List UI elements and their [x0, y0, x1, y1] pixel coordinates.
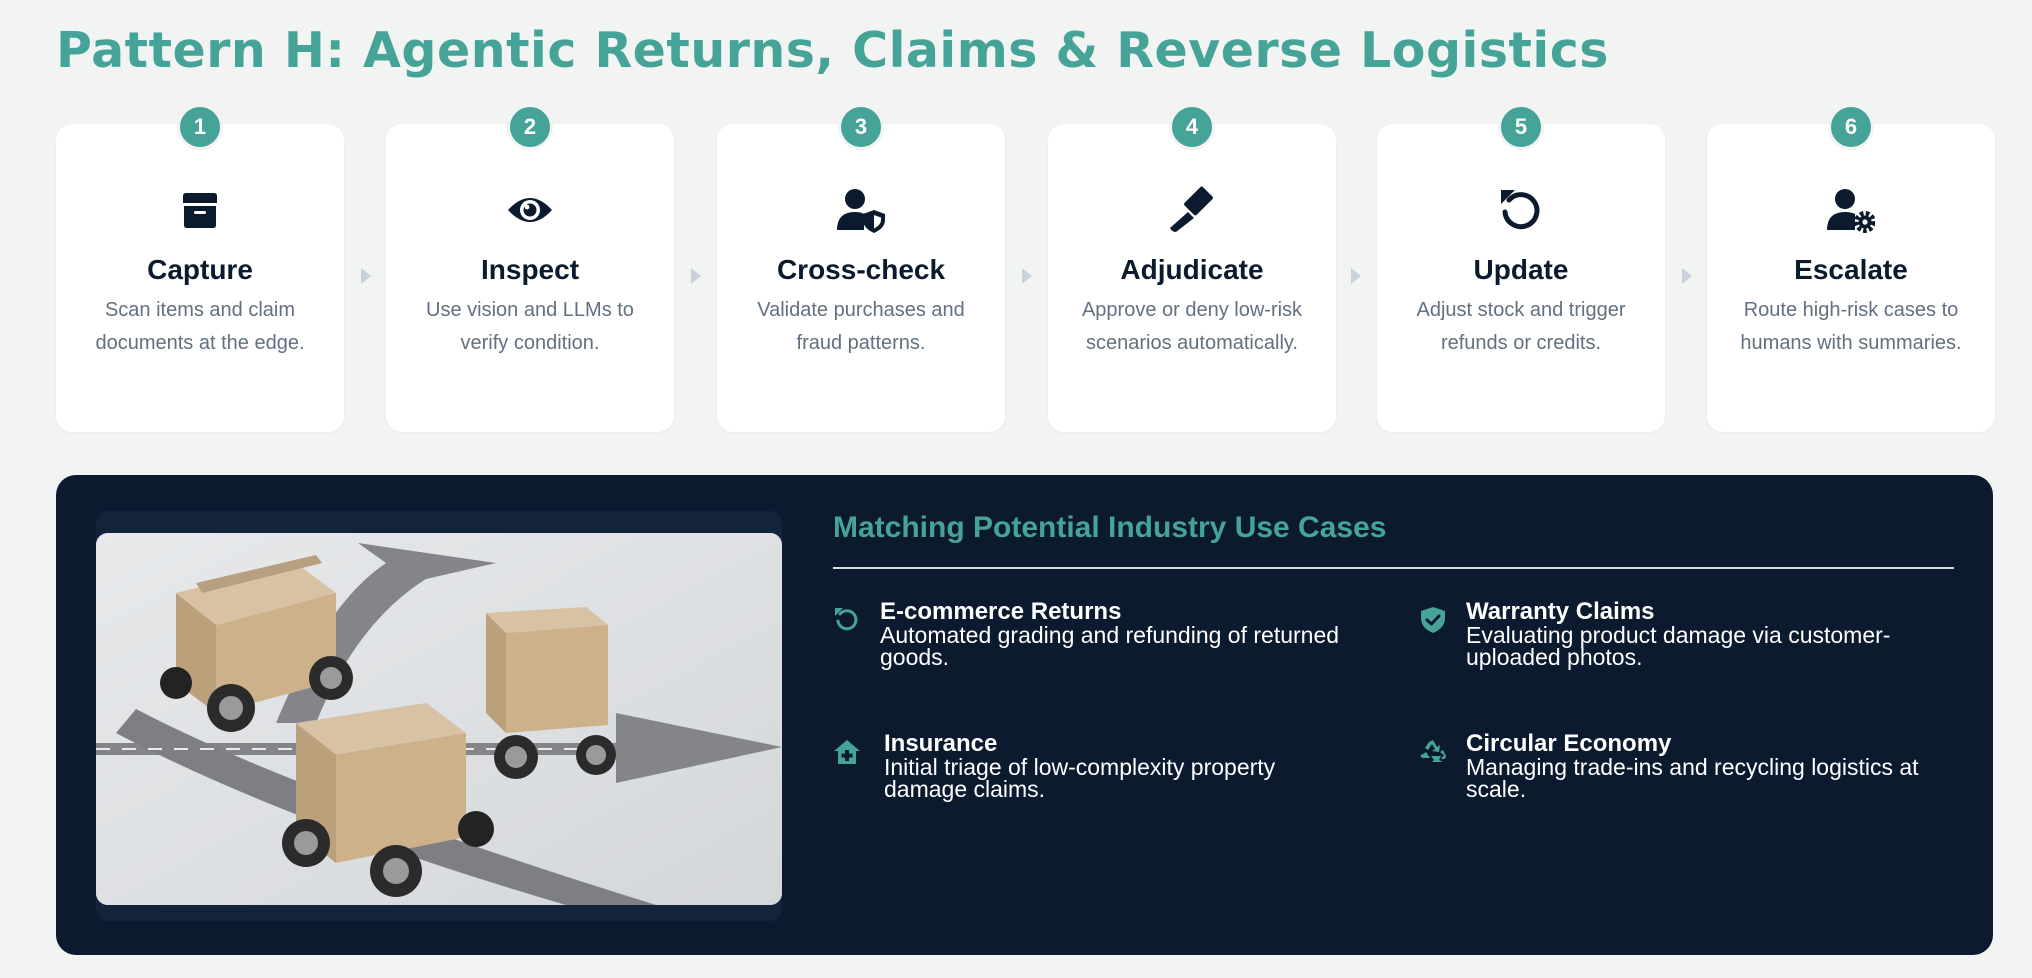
step-description: Scan items and claim documents at the ed…: [95, 299, 305, 354]
step-description: Use vision and LLMs to verify condition.: [426, 299, 634, 354]
rotate-left-icon: [1497, 186, 1545, 234]
use-case-description: Evaluating product damage via customer-u…: [1466, 622, 1891, 670]
user-shield-icon: [837, 186, 885, 234]
logistics-illustration: [96, 533, 782, 905]
step-card-capture: 1 Capture Scan items and claim documents…: [56, 104, 344, 432]
chevron-right-icon: [1020, 266, 1034, 286]
step-card-adjudicate: 4 Adjudicate Approve or deny low-risk sc…: [1048, 104, 1336, 432]
use-case-description: Managing trade-ins and recycling logisti…: [1466, 754, 1919, 802]
use-case-title: Insurance: [884, 730, 998, 757]
chevron-right-icon: [359, 266, 373, 286]
step-title: Cross-check: [776, 254, 946, 285]
rotate-left-icon: [833, 606, 861, 634]
use-case-title: Circular Economy: [1466, 730, 1672, 757]
house-medical-icon: [833, 738, 861, 766]
step-number-badge: 5: [1498, 104, 1544, 150]
use-cases-heading: Matching Potential Industry Use Cases: [833, 511, 1387, 544]
use-case-description: Automated grading and refunding of retur…: [880, 622, 1340, 670]
shield-check-icon: [1419, 606, 1447, 634]
step-description: Approve or deny low-risk scenarios autom…: [1081, 299, 1303, 354]
step-card-update: 5 Update Adjust stock and trigger refund…: [1377, 104, 1665, 432]
step-card-cross-check: 3 Cross-check Validate purchases and fra…: [717, 104, 1005, 432]
step-title: Adjudicate: [1120, 254, 1264, 285]
use-case-description: Initial triage of low-complexity propert…: [884, 754, 1276, 802]
heading-divider: [833, 567, 1954, 569]
photo-frame: [96, 511, 782, 921]
step-title: Inspect: [480, 254, 580, 285]
step-number-badge: 2: [507, 104, 553, 150]
step-number-badge: 1: [177, 104, 223, 150]
step-description: Adjust stock and trigger refunds or cred…: [1416, 299, 1626, 354]
box-icon: [176, 186, 224, 234]
page-title: Pattern H: Agentic Returns, Claims & Rev…: [56, 22, 1609, 79]
step-description: Validate purchases and fraud patterns.: [757, 299, 965, 354]
chevron-right-icon: [1349, 266, 1363, 286]
step-number-badge: 3: [838, 104, 884, 150]
user-gear-icon: [1827, 186, 1875, 234]
step-title: Capture: [147, 254, 253, 285]
step-number-badge: 6: [1828, 104, 1874, 150]
step-description: Route high-risk cases to humans with sum…: [1740, 299, 1962, 354]
chevron-right-icon: [689, 266, 703, 286]
recycle-icon: [1419, 738, 1447, 766]
step-number-badge: 4: [1169, 104, 1215, 150]
chevron-right-icon: [1680, 266, 1694, 286]
gavel-icon: [1168, 186, 1216, 234]
use-case-title: E-commerce Returns: [880, 598, 1122, 625]
process-steps: 1 Capture Scan items and claim documents…: [56, 104, 1995, 432]
use-cases-panel: Matching Potential Industry Use Cases E-…: [56, 475, 1993, 955]
step-title: Escalate: [1794, 254, 1908, 285]
use-case-title: Warranty Claims: [1466, 598, 1655, 625]
step-card-inspect: 2 Inspect Use vision and LLMs to verify …: [386, 104, 674, 432]
step-card-escalate: 6 Escalate Route high-risk cases to huma…: [1707, 104, 1995, 432]
step-title: Update: [1473, 254, 1569, 285]
eye-icon: [506, 186, 554, 234]
